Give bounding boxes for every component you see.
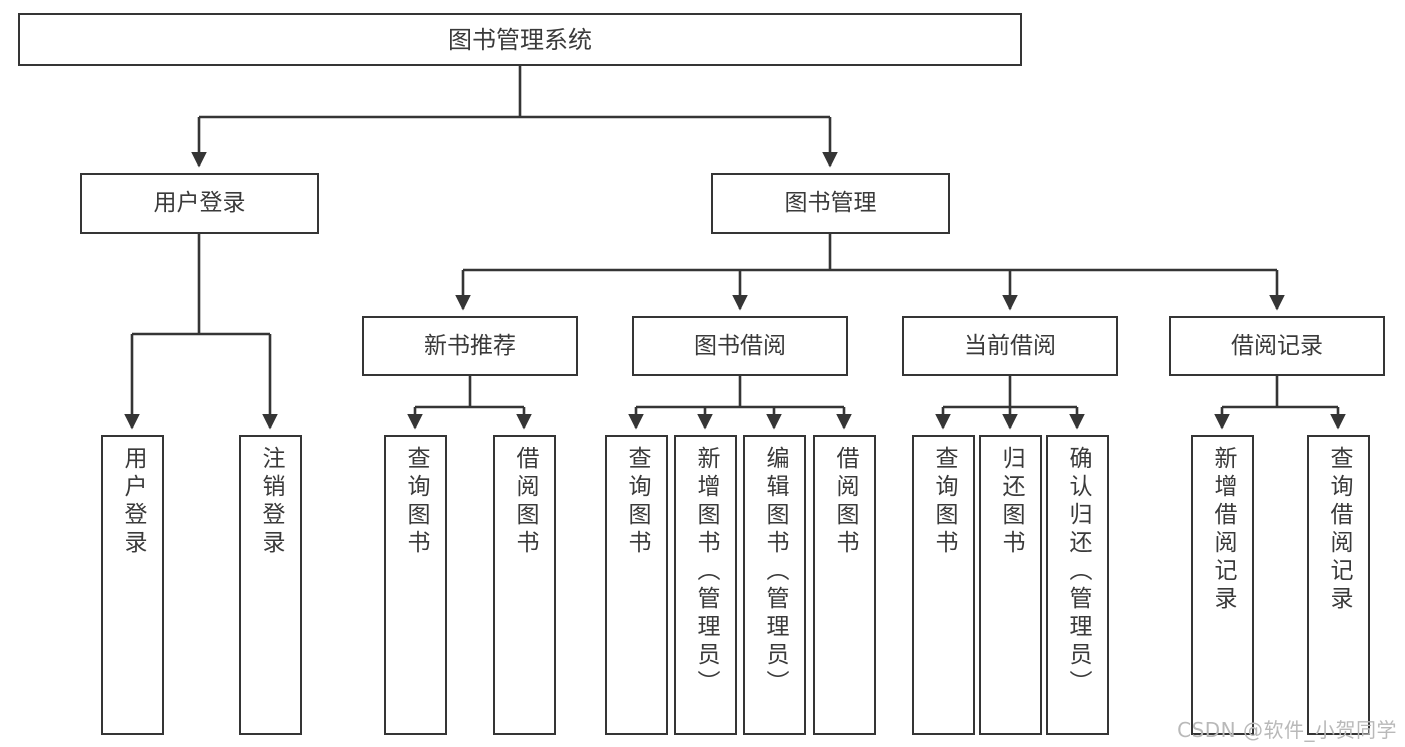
leaf-edit-book[interactable]: 编辑图书（管理员）	[743, 435, 806, 735]
leaf-query-book-1[interactable]: 查询图书	[384, 435, 447, 735]
node-current-borrow-label: 当前借阅	[964, 332, 1056, 359]
node-root-label: 图书管理系统	[448, 25, 592, 54]
leaf-edit-book-label: 编辑图书（管理员）	[762, 446, 788, 698]
leaf-query-record-label: 查询借阅记录	[1326, 446, 1352, 614]
leaf-add-record[interactable]: 新增借阅记录	[1191, 435, 1254, 735]
node-borrow-record-label: 借阅记录	[1231, 332, 1323, 359]
leaf-return-book[interactable]: 归还图书	[979, 435, 1042, 735]
leaf-borrow-book-2[interactable]: 借阅图书	[813, 435, 876, 735]
node-book-management[interactable]: 图书管理	[711, 173, 950, 234]
node-root[interactable]: 图书管理系统	[18, 13, 1022, 66]
leaf-query-book-1-label: 查询图书	[403, 446, 429, 558]
leaf-user-logout-label: 注销登录	[258, 446, 284, 558]
node-user-login-label: 用户登录	[153, 190, 246, 216]
node-book-management-label: 图书管理	[784, 190, 877, 216]
leaf-query-record[interactable]: 查询借阅记录	[1307, 435, 1370, 735]
leaf-query-book-3[interactable]: 查询图书	[912, 435, 975, 735]
node-book-borrow[interactable]: 图书借阅	[632, 316, 848, 376]
node-current-borrow[interactable]: 当前借阅	[902, 316, 1118, 376]
leaf-borrow-book-1-label: 借阅图书	[512, 446, 538, 558]
leaf-add-record-label: 新增借阅记录	[1210, 446, 1236, 614]
leaf-query-book-2-label: 查询图书	[624, 446, 650, 558]
leaf-confirm-return-label: 确认归还（管理员）	[1065, 446, 1091, 698]
leaf-user-logout[interactable]: 注销登录	[239, 435, 302, 735]
leaf-add-book-label: 新增图书（管理员）	[693, 446, 719, 698]
leaf-user-login[interactable]: 用户登录	[101, 435, 164, 735]
node-user-login[interactable]: 用户登录	[80, 173, 319, 234]
leaf-query-book-2[interactable]: 查询图书	[605, 435, 668, 735]
node-new-book-recommend[interactable]: 新书推荐	[362, 316, 578, 376]
leaf-borrow-book-2-label: 借阅图书	[832, 446, 858, 558]
leaf-user-login-label: 用户登录	[120, 446, 146, 558]
leaf-add-book[interactable]: 新增图书（管理员）	[674, 435, 737, 735]
leaf-return-book-label: 归还图书	[998, 446, 1024, 558]
node-new-book-recommend-label: 新书推荐	[424, 332, 516, 359]
node-borrow-record[interactable]: 借阅记录	[1169, 316, 1385, 376]
node-book-borrow-label: 图书借阅	[694, 332, 786, 359]
watermark: CSDN @软件_小贺同学	[1177, 718, 1397, 742]
leaf-query-book-3-label: 查询图书	[931, 446, 957, 558]
leaf-borrow-book-1[interactable]: 借阅图书	[493, 435, 556, 735]
leaf-confirm-return[interactable]: 确认归还（管理员）	[1046, 435, 1109, 735]
